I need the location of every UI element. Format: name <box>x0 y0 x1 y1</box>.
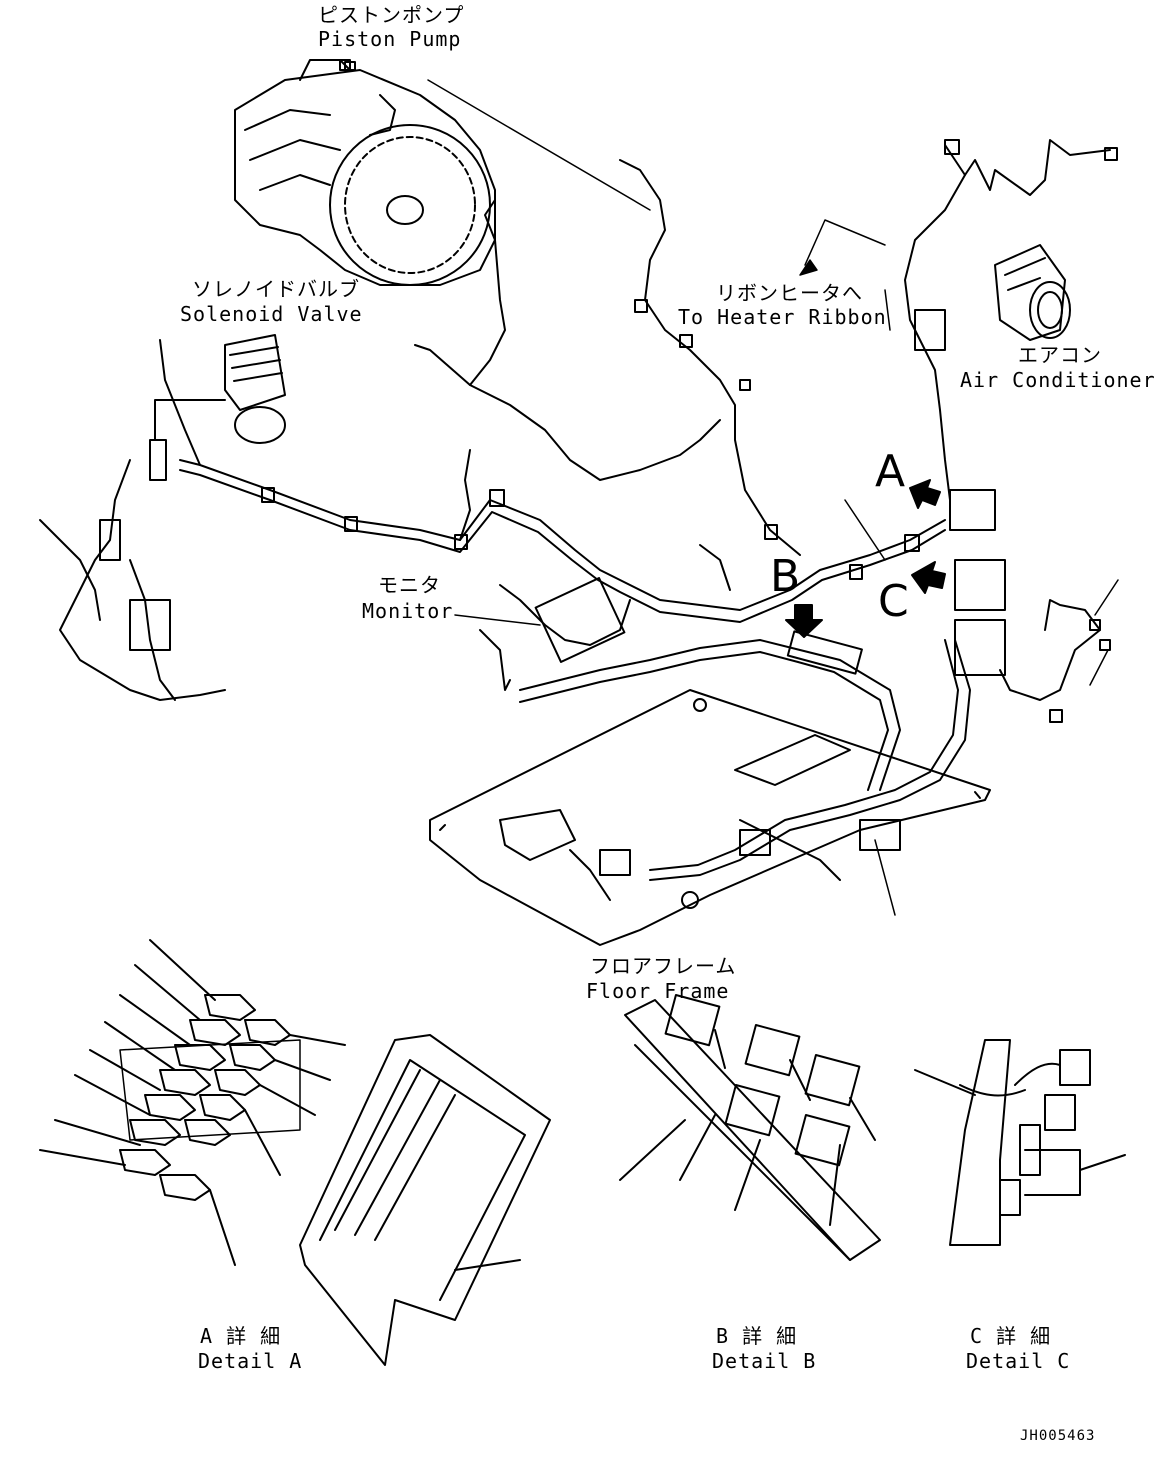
air-conditioner-label-jp: エアコン <box>1018 343 1102 367</box>
solenoid-valve-drawing <box>154 334 286 444</box>
solenoid-valve-label: Solenoid Valve <box>180 302 363 326</box>
piston-pump-label-jp: ピストンポンプ <box>318 3 465 27</box>
piston-pump-label: Piston Pump <box>318 27 462 51</box>
drawing-code: JH005463 <box>1020 1428 1096 1444</box>
floor-frame-drawing <box>429 689 991 946</box>
callout-c: C <box>878 576 909 627</box>
monitor-label-jp: モニタ <box>378 573 441 597</box>
monitor-label: Monitor <box>362 599 454 623</box>
air-conditioner-label: Air Conditioner <box>960 368 1156 392</box>
air-conditioner-drawing <box>994 244 1071 341</box>
harness-connectors <box>99 59 1118 876</box>
arrow-c-icon <box>911 561 946 594</box>
arrow-b-icon <box>785 604 823 638</box>
floor-frame-label: Floor Frame <box>586 979 730 1003</box>
leader-lines <box>427 79 1119 916</box>
callout-arrows <box>785 479 946 638</box>
detail-a-drawing <box>39 939 551 1366</box>
detail-a-label: Detail A <box>198 1349 303 1373</box>
callout-b: B <box>770 551 801 602</box>
wiring-harness <box>39 139 1111 901</box>
heater-ribbon-label: To Heater Ribbon <box>678 305 887 329</box>
detail-b-drawing <box>619 993 881 1261</box>
callout-a: A <box>875 446 906 497</box>
detail-b-label: Detail B <box>712 1349 817 1373</box>
solenoid-valve-label-jp: ソレノイドバルブ <box>192 277 360 301</box>
heater-ribbon-label-jp: リボンヒータへ <box>716 281 863 305</box>
floor-frame-label-jp: フロアフレーム <box>590 954 737 978</box>
piston-pump-drawing <box>234 59 496 286</box>
detail-c-label: Detail C <box>966 1349 1071 1373</box>
detail-b-label-jp: B 詳 細 <box>716 1324 798 1348</box>
arrow-a-icon <box>909 479 941 509</box>
detail-a-label-jp: A 詳 細 <box>200 1324 282 1348</box>
detail-c-label-jp: C 詳 細 <box>970 1324 1052 1348</box>
detail-c-drawing <box>914 1039 1126 1246</box>
